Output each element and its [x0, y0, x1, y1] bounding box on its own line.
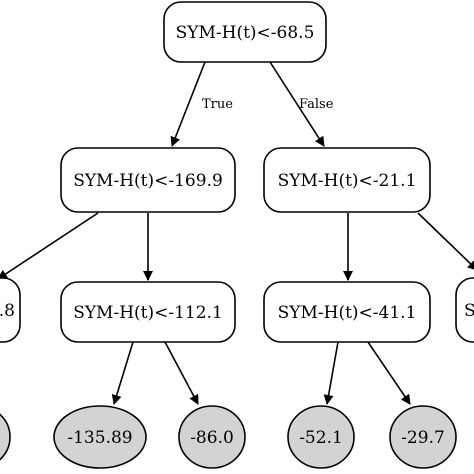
leaf-partial-left [0, 413, 11, 461]
leaf-d-label: -29.7 [401, 428, 445, 448]
right-left-split-node: SYM-H(t)<-41.1 [263, 281, 431, 343]
root-node-label: SYM-H(t)<-68.5 [176, 23, 315, 43]
leaf-node-b: -86.0 [178, 405, 246, 469]
false-branch-label: False [299, 97, 334, 112]
edge-left-leftleft [0, 212, 99, 280]
edge-leftright-leafb [164, 341, 199, 405]
leaf-b-label: -86.0 [190, 428, 234, 448]
edge-root-right [269, 61, 325, 147]
right-left-split-label: SYM-H(t)<-41.1 [278, 303, 417, 323]
root-node: SYM-H(t)<-68.5 [163, 1, 327, 63]
edge-root-left [170, 61, 206, 147]
leaf-node-d: -29.7 [389, 405, 457, 469]
true-branch-label: True [202, 97, 233, 112]
leaf-node-c: -52.1 [287, 405, 355, 469]
right-right-node-partial: S [455, 277, 474, 343]
leaf-a-label: -135.89 [67, 428, 132, 448]
left-split-label: SYM-H(t)<-169.9 [73, 171, 223, 191]
left-right-split-node: SYM-H(t)<-112.1 [60, 281, 236, 343]
left-right-split-label: SYM-H(t)<-112.1 [73, 303, 223, 323]
left-left-node-partial: 3.8 [0, 277, 21, 343]
left-split-node: SYM-H(t)<-169.9 [60, 147, 236, 213]
right-split-label: SYM-H(t)<-21.1 [278, 171, 417, 191]
edge-leftright-leafa [111, 341, 134, 405]
right-right-partial-label: S [464, 301, 474, 321]
edge-rightleft-leafd [367, 341, 411, 405]
edge-right-rightright [417, 212, 474, 271]
leaf-node-a: -135.89 [53, 405, 147, 469]
leaf-c-label: -52.1 [299, 428, 343, 448]
edge-rightleft-leafc [323, 341, 339, 405]
right-split-node: SYM-H(t)<-21.1 [263, 147, 431, 213]
left-left-partial-label: 3.8 [0, 301, 15, 321]
